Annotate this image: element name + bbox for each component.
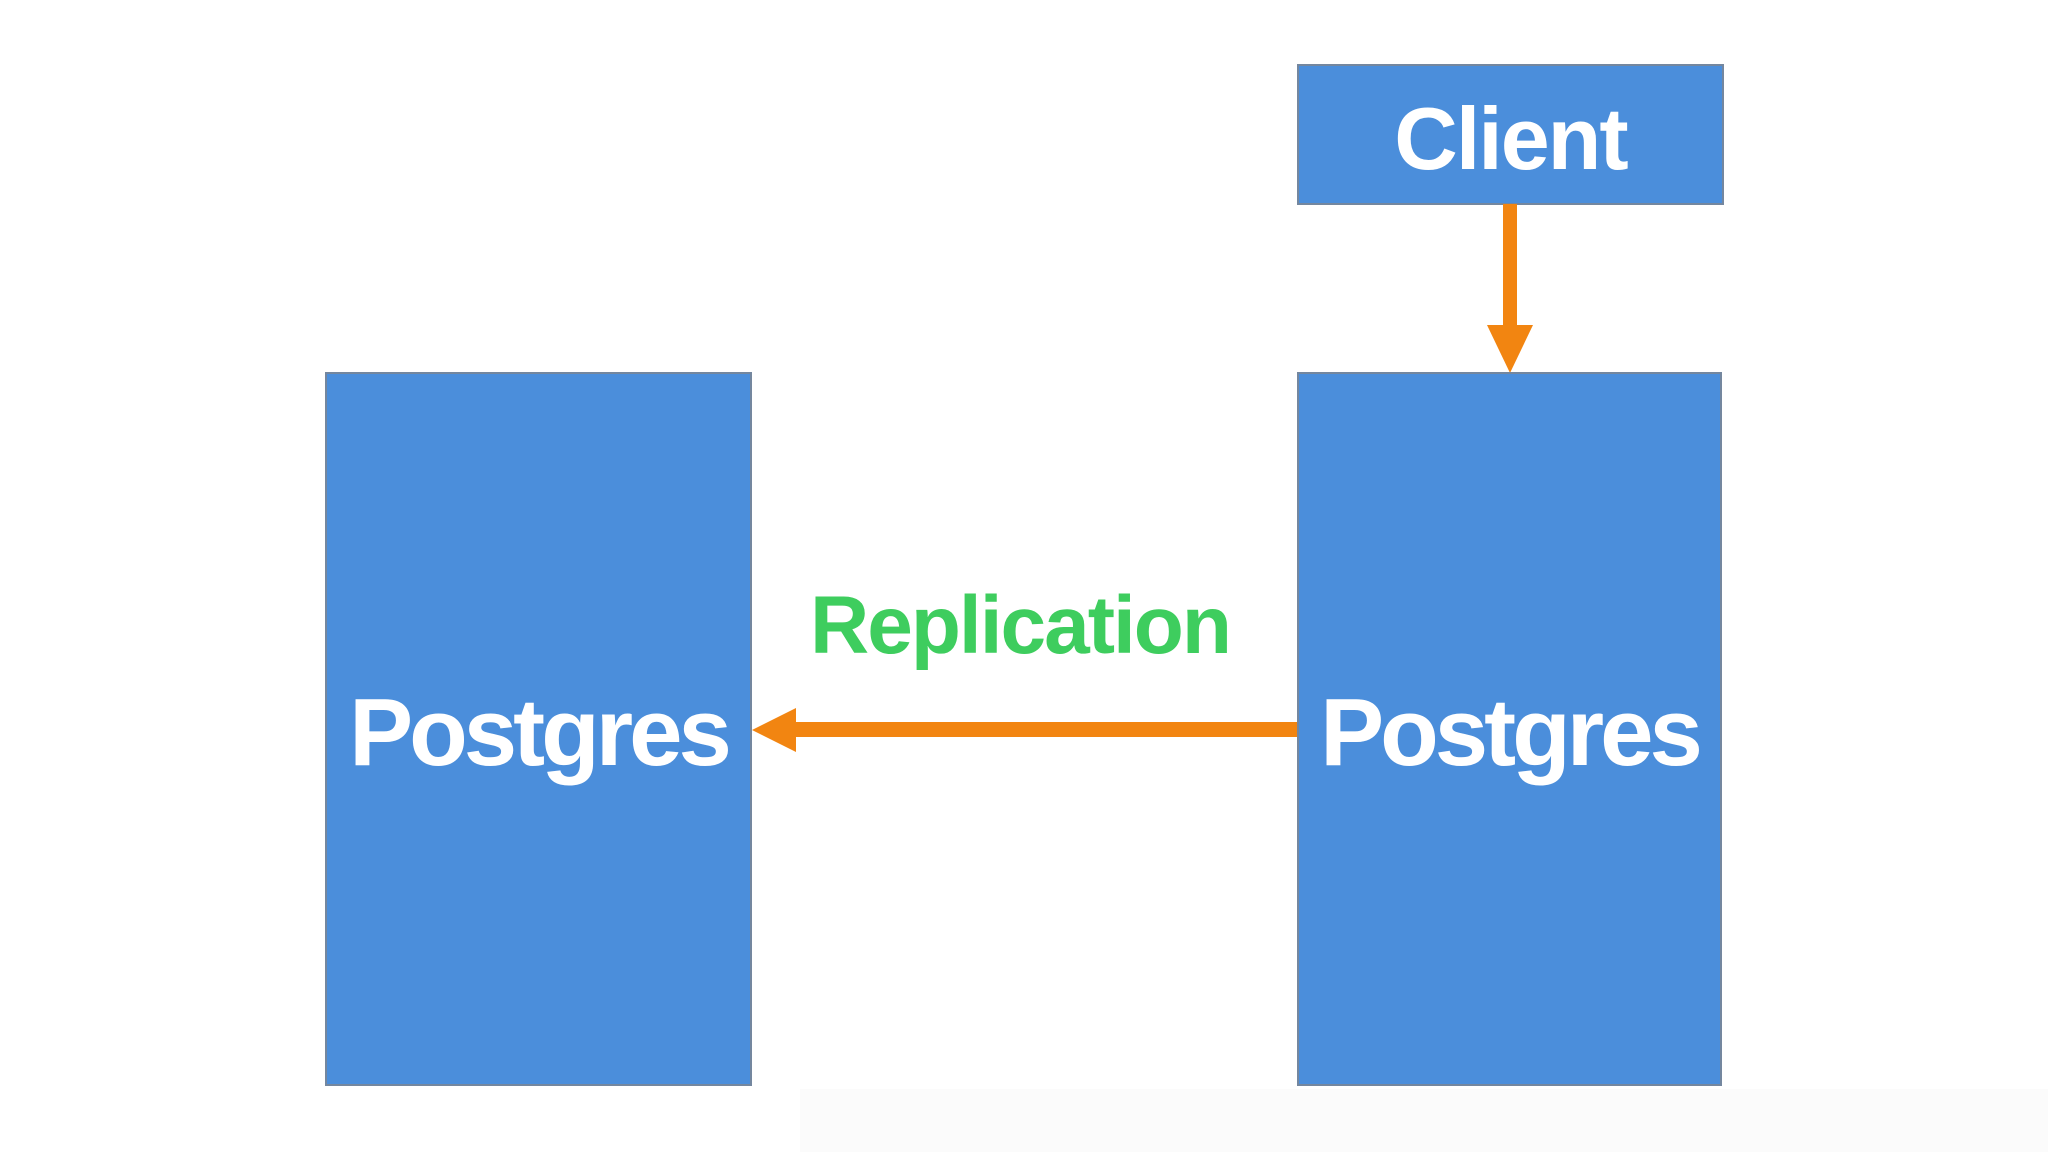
- postgres-primary-node: Postgres: [1297, 372, 1722, 1086]
- replication-arrow-shaft: [792, 722, 1297, 737]
- postgres-replica-node: Postgres: [325, 372, 752, 1086]
- client-to-primary-arrow-shaft: [1503, 204, 1517, 327]
- client-node: Client: [1297, 64, 1724, 205]
- arrow-left-icon: [752, 708, 796, 752]
- postgres-primary-node-label: Postgres: [1320, 679, 1703, 786]
- arrow-down-icon: [1487, 325, 1533, 373]
- background-strip: [800, 1089, 2048, 1152]
- replication-edge-label: Replication: [810, 580, 1232, 671]
- postgres-replica-node-label: Postgres: [349, 679, 732, 786]
- client-node-label: Client: [1394, 88, 1628, 188]
